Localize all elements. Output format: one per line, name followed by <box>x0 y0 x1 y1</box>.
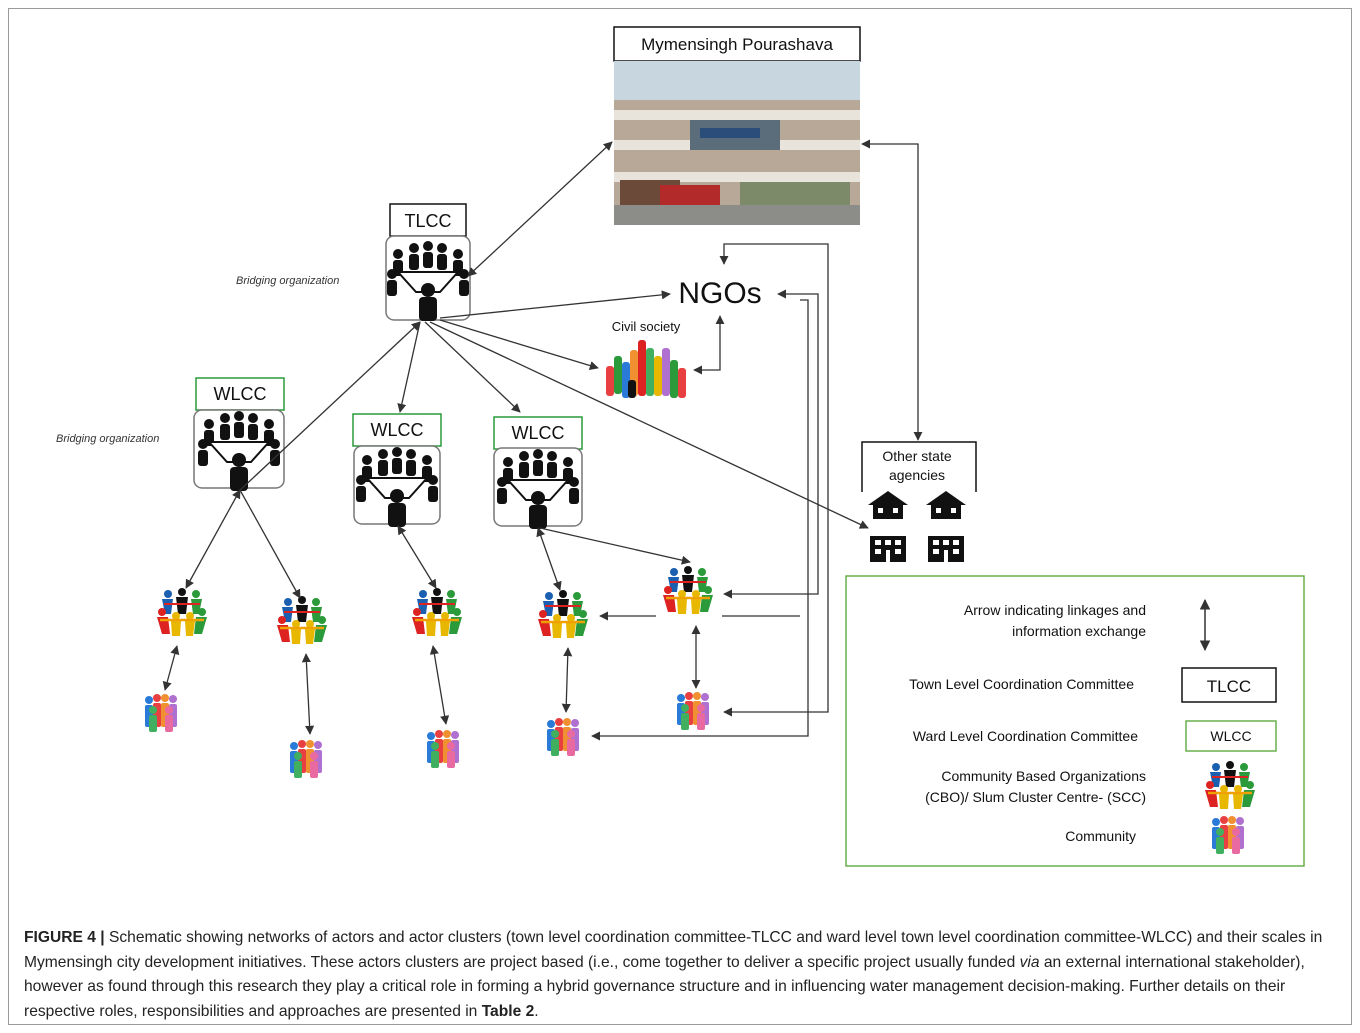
tlcc-node: TLCC <box>385 203 471 322</box>
legend-tlcc-box-label: TLCC <box>1207 677 1251 696</box>
linkage-arrows <box>162 139 923 741</box>
wlcc-node-2: WLCC <box>352 413 442 528</box>
pourashava-building-photo <box>614 61 860 225</box>
wlcc-bridging-label: Bridging organization <box>56 433 159 445</box>
wlcc-2-label-box <box>352 413 442 447</box>
agency-building-icon-2 <box>928 536 964 562</box>
legend-tlcc-box <box>1181 667 1277 703</box>
figure-caption: FIGURE 4 | Schematic showing networks of… <box>24 926 1340 1024</box>
cbo-icon-4 <box>536 588 590 640</box>
cbo-icon-2 <box>275 594 329 646</box>
caption-table-ref[interactable]: Table 2 <box>481 1002 535 1020</box>
cbo-icon-5 <box>661 564 715 616</box>
legend-arrow-line1: Arrow indicating linkages and <box>964 602 1146 618</box>
tlcc-label-box <box>389 203 467 237</box>
figure-frame <box>8 8 1352 1025</box>
community-icon-4 <box>547 718 579 756</box>
other-state-label-2: agencies <box>889 467 945 483</box>
community-icon-5 <box>677 692 709 730</box>
legend-wlcc-desc: Ward Level Coordination Committee <box>913 728 1138 744</box>
wlcc-1-label-box <box>195 377 285 411</box>
tlcc-bridging-label: Bridging organization <box>236 275 339 287</box>
community-icon-1 <box>145 694 177 732</box>
community-icon-3 <box>427 730 459 768</box>
wlcc-3-label: WLCC <box>512 423 565 443</box>
legend-wlcc-box-label: WLCC <box>1210 728 1251 744</box>
legend-wlcc-box <box>1185 720 1277 752</box>
caption-text-2: an external international stakeholder), … <box>24 953 1305 1020</box>
other-state-label-1: Other state <box>882 448 951 464</box>
ngos-label: NGOs <box>678 277 761 310</box>
caption-end: . <box>534 1002 539 1020</box>
legend-cbo-line2: (CBO)/ Slum Cluster Centre- (SCC) <box>925 789 1146 805</box>
caption-via: via <box>1019 953 1040 971</box>
agency-building-icon-1 <box>870 536 906 562</box>
wlcc-2-label: WLCC <box>371 420 424 440</box>
legend-arrow-line2: information exchange <box>1012 623 1146 639</box>
caption-label: FIGURE 4 | <box>24 929 105 946</box>
pourashava-label: Mymensingh Pourashava <box>641 35 833 54</box>
cbo-icon-1 <box>155 586 209 638</box>
wlcc-node-1: WLCC <box>193 377 285 492</box>
wlcc-1-label: WLCC <box>214 384 267 404</box>
agency-house-icon-2 <box>926 491 966 519</box>
caption-text-1: Schematic showing networks of actors and… <box>24 929 1323 971</box>
legend-tlcc-desc: Town Level Coordination Committee <box>909 676 1134 692</box>
network-diagram: Mymensingh Pourashava TLCC Bridging orga… <box>56 26 1305 867</box>
legend: Arrow indicating linkages and informatio… <box>845 575 1305 867</box>
mymensingh-pourashava: Mymensingh Pourashava <box>613 26 861 225</box>
other-state-agencies: Other state agencies <box>861 441 977 562</box>
legend-community: Community <box>1065 828 1136 844</box>
tlcc-label: TLCC <box>404 211 451 231</box>
wlcc-node-3: WLCC <box>493 416 583 530</box>
cbo-icon-3 <box>410 586 464 638</box>
civil-society-hands-icon <box>606 340 686 398</box>
civil-society-label: Civil society <box>612 319 681 334</box>
legend-cbo-line1: Community Based Organizations <box>941 768 1146 784</box>
community-icon-2 <box>290 740 322 778</box>
agency-house-icon-1 <box>868 491 908 519</box>
